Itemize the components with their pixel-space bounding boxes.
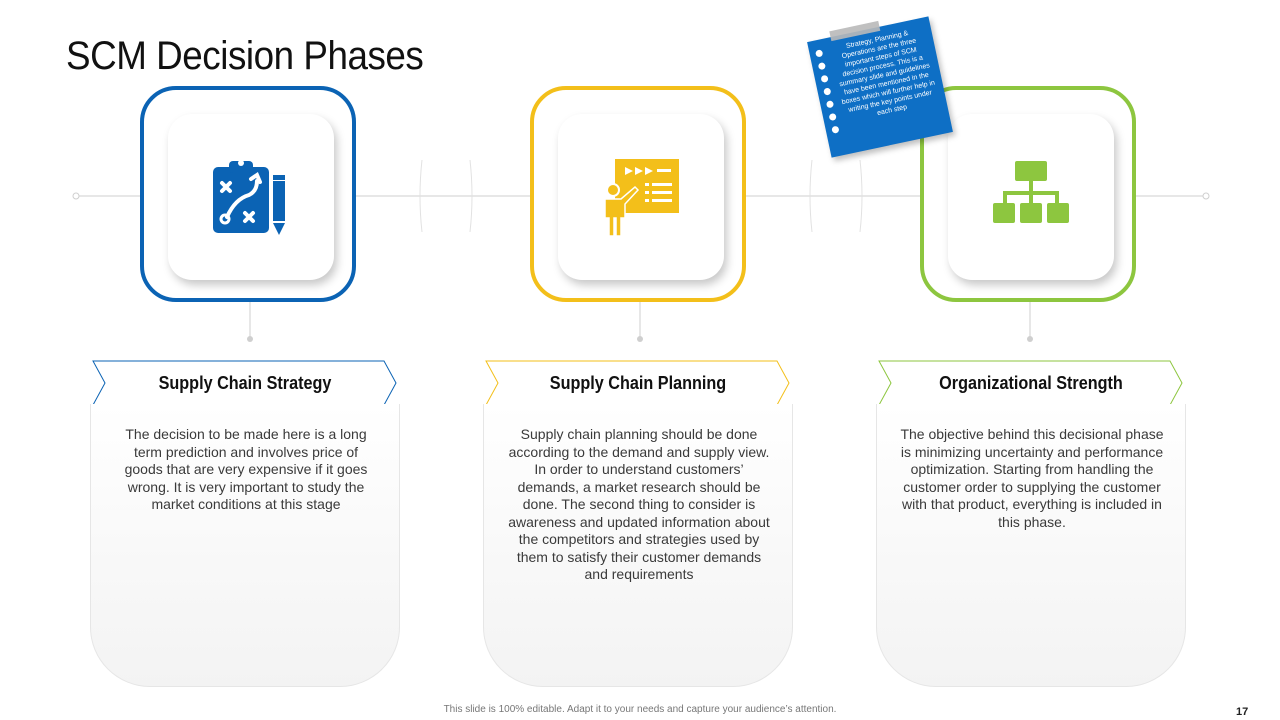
- phase-2-description: Supply chain planning should be done acc…: [508, 426, 770, 582]
- page-number: 17: [1236, 706, 1249, 718]
- phase-2-icon-frame: [530, 86, 746, 302]
- phase-1-icon-frame: [140, 86, 356, 302]
- phase-1-icon-tile: [168, 114, 334, 280]
- phase-1-title: Supply Chain Strategy: [158, 373, 332, 393]
- phase-3-icon-frame: [920, 86, 1136, 302]
- phase-1-card: The decision to be made here is a long t…: [90, 404, 400, 687]
- org-chart-icon: [993, 161, 1069, 223]
- strategy-clipboard-icon: [213, 160, 285, 235]
- footer-note: This slide is 100% editable. Adapt it to…: [443, 704, 837, 715]
- phase-1-banner: Supply Chain Strategy: [92, 360, 398, 406]
- phase-3-description: The objective behind this decisional pha…: [900, 426, 1164, 530]
- phase-2-card: Supply chain planning should be done acc…: [483, 404, 793, 687]
- phase-1-description: The decision to be made here is a long t…: [124, 426, 368, 512]
- slide-title: SCM Decision Phases: [66, 34, 424, 78]
- phase-2-title: Supply Chain Planning: [549, 373, 727, 393]
- presentation-board-icon: [604, 159, 679, 237]
- phase-3-icon-tile: [948, 114, 1114, 280]
- phase-3-title: Organizational Strength: [939, 373, 1123, 393]
- phase-3-card: The objective behind this decisional pha…: [876, 404, 1186, 687]
- phase-2-banner: Supply Chain Planning: [485, 360, 791, 406]
- phase-3-banner: Organizational Strength: [878, 360, 1184, 406]
- phase-2-icon-tile: [558, 114, 724, 280]
- sticky-note: Strategy, Planning & Operations are the …: [807, 16, 953, 158]
- sticky-note-text: Strategy, Planning & Operations are the …: [838, 30, 936, 118]
